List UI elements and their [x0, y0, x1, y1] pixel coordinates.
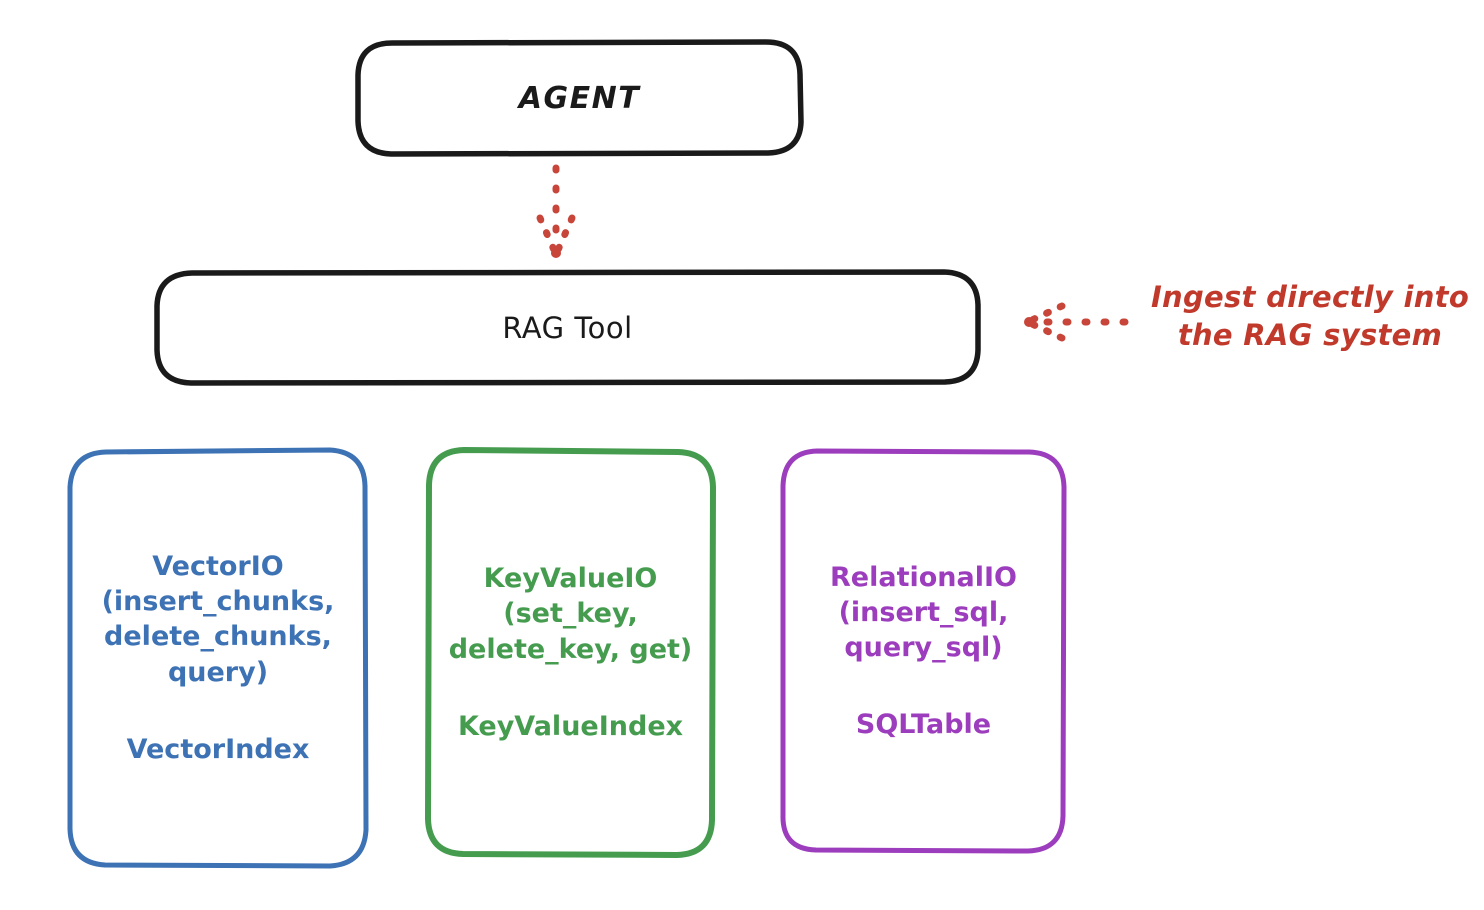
agent-box-label[interactable]: AGENT — [518, 80, 641, 116]
keyvalue-store-node[interactable]: KeyValueIO (set_key, delete_key, get) Ke… — [428, 450, 713, 855]
keyvalue-store-box-outline — [425, 447, 716, 858]
relational-store-subtitle: SQLTable — [855, 709, 992, 741]
vector-store-subtitle: VectorIndex — [126, 733, 310, 765]
keyvalue-store-title: KeyValueIO (set_key, delete_key, get) — [448, 563, 693, 665]
relational-store-title: RelationalIO (insert_sql, query_sql) — [830, 561, 1017, 663]
keyvalue-store-subtitle: KeyValueIndex — [457, 710, 684, 742]
ingest-annotation-label: Ingest directly into the RAG system — [1150, 280, 1470, 352]
rag-tool-box-label[interactable]: RAG Tool — [502, 310, 633, 345]
vector-store-title: VectorIO (insert_chunks, delete_chunks, … — [101, 551, 335, 688]
relational-store-box-outline — [780, 448, 1067, 854]
ingest-annotation-arrow — [1024, 302, 1129, 342]
vector-store-node[interactable]: VectorIO (insert_chunks, delete_chunks, … — [70, 450, 366, 866]
relational-store-node[interactable]: RelationalIO (insert_sql, query_sql) SQL… — [783, 451, 1064, 851]
agent-to-rag-arrow — [536, 164, 576, 258]
agent-box-outline — [355, 39, 804, 157]
vector-store-box-outline — [67, 447, 369, 869]
rag-tool-box-outline — [154, 269, 981, 386]
